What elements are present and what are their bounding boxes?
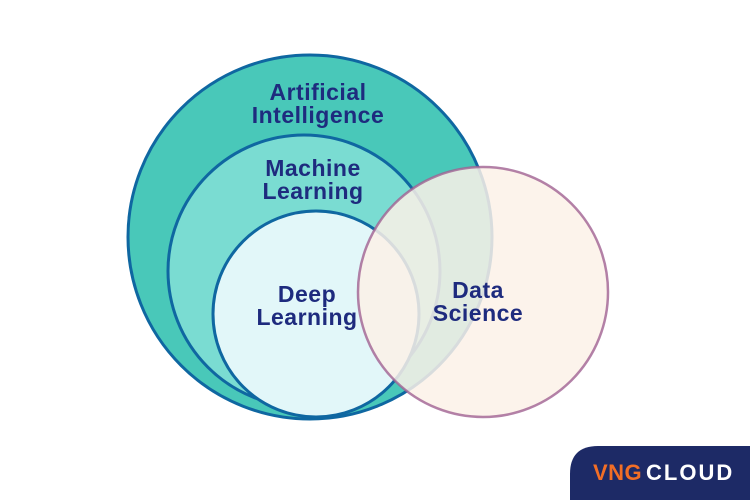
logo-product-text: CLOUD [646,460,734,485]
label-machine-learning-line1: Machine [265,155,361,181]
logo-background [570,446,750,500]
label-data-science-line2: Science [433,300,523,326]
logo-brand-text: VNG [593,460,642,485]
label-deep-learning-line2: Learning [256,304,357,330]
label-deep-learning-line1: Deep [278,281,336,307]
label-artificial-intelligence-line1: Artificial [269,79,366,105]
label-machine-learning-line2: Learning [262,178,363,204]
circle-data-science [356,165,610,419]
label-data-science-line1: Data [452,277,504,303]
label-artificial-intelligence-line2: Intelligence [252,102,385,128]
vng-cloud-logo: VNG CLOUD [570,446,750,500]
